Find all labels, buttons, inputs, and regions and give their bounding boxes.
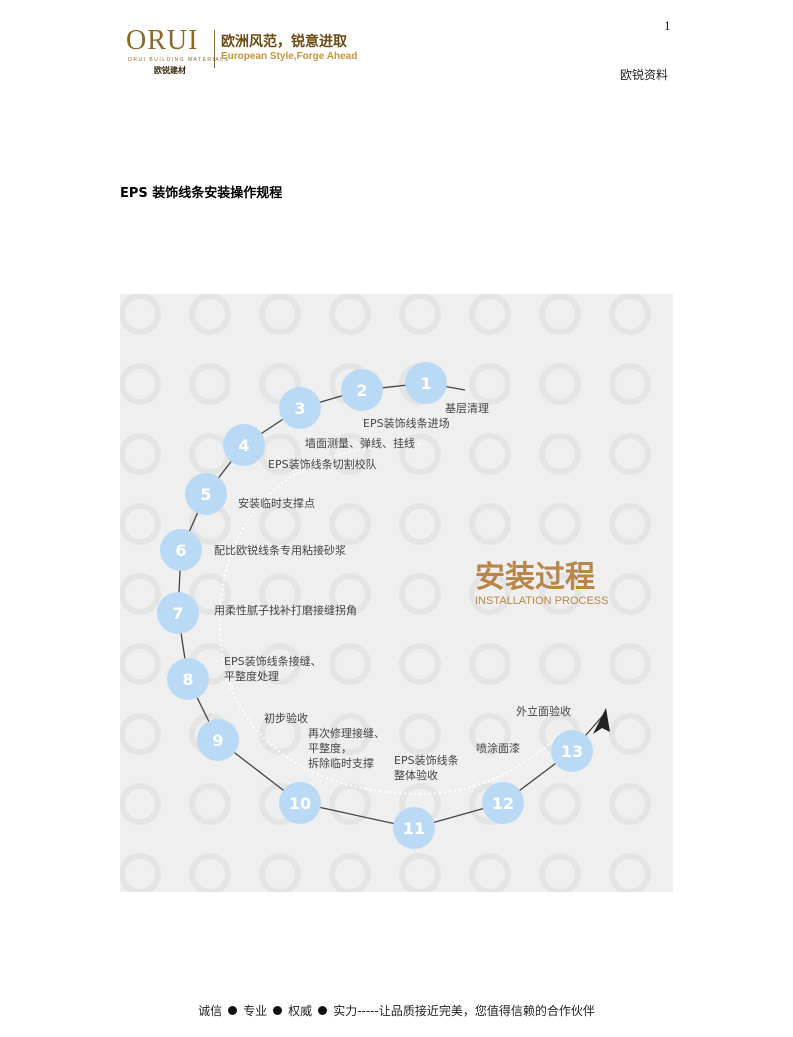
process-heading-english: INSTALLATION PROCESS bbox=[475, 595, 608, 607]
logo-slogan: 欧洲风范，锐意进取 bbox=[221, 34, 347, 50]
process-step: 3 墙面测量、弹线、挂线 bbox=[279, 387, 415, 450]
process-heading: 安装过程 bbox=[475, 560, 595, 595]
step-label: 安装临时支撑点 bbox=[238, 496, 315, 510]
logo-subtitle: ORUI BUILDING MATERIALS bbox=[128, 57, 230, 63]
step-circle bbox=[197, 719, 239, 761]
process-step: 8 EPS装饰线条接缝、平整度处理 bbox=[167, 654, 322, 700]
logo-chinese-name: 欧锐建材 bbox=[154, 66, 186, 75]
bullet-icon bbox=[228, 1006, 238, 1015]
process-step: 10 再次修理接缝、平整度，拆除临时支撑 bbox=[279, 726, 385, 824]
arrow-head-icon bbox=[593, 708, 610, 734]
page-number: 1 bbox=[664, 18, 671, 33]
process-step: 1 基层清理 bbox=[405, 362, 489, 415]
step-circle bbox=[341, 369, 383, 411]
step-circle bbox=[551, 730, 593, 772]
step-label: 用柔性腻子找补打磨接缝拐角 bbox=[214, 603, 357, 617]
logo-divider bbox=[214, 30, 215, 68]
step-circle bbox=[405, 362, 447, 404]
company-logo: ORUI ORUI BUILDING MATERIALS 欧锐建材 欧洲风范，锐… bbox=[126, 25, 358, 76]
guide-arc bbox=[218, 443, 561, 796]
step-label: 初步验收 bbox=[264, 711, 308, 725]
footer-item: 诚信 bbox=[198, 1004, 223, 1018]
document-title: EPS 装饰线条安装操作规程 bbox=[120, 186, 283, 201]
step-number: 5 bbox=[200, 485, 211, 504]
bullet-icon bbox=[318, 1006, 328, 1015]
step-circle bbox=[223, 424, 265, 466]
step-label: 整体验收 bbox=[394, 768, 438, 782]
step-circle bbox=[393, 807, 435, 849]
background-pattern bbox=[120, 294, 651, 892]
logo-slogan-english: European Style,Forge Ahead bbox=[221, 51, 358, 62]
step-number: 8 bbox=[182, 670, 193, 689]
step-label: 墙面测量、弹线、挂线 bbox=[305, 436, 415, 450]
step-label: EPS装饰线条接缝、 bbox=[224, 654, 322, 668]
step-number: 9 bbox=[212, 731, 223, 750]
process-step: 6 配比欧锐线条专用粘接砂浆 bbox=[160, 529, 346, 571]
process-step: 9 初步验收 bbox=[197, 711, 308, 761]
step-label: 再次修理接缝、 bbox=[308, 726, 385, 740]
footer-item: 实力-----让品质接近完美，您值得信赖的合作伙伴 bbox=[333, 1004, 595, 1018]
step-label: 喷涂面漆 bbox=[476, 741, 520, 755]
step-number: 6 bbox=[175, 541, 186, 560]
step-label: 基层清理 bbox=[445, 402, 489, 415]
process-step: 12 喷涂面漆 bbox=[476, 741, 524, 824]
step-number: 2 bbox=[356, 381, 367, 400]
step-number: 13 bbox=[561, 742, 583, 761]
step-circle bbox=[167, 658, 209, 700]
step-circle bbox=[157, 592, 199, 634]
step-number: 10 bbox=[289, 794, 311, 813]
footer: 诚信 专业 权威 实力-----让品质接近完美，您值得信赖的合作伙伴 bbox=[0, 1002, 793, 1019]
step-number: 4 bbox=[238, 436, 249, 455]
step-label: 平整度， bbox=[308, 741, 352, 755]
step-label: 外立面验收 bbox=[516, 704, 571, 718]
step-label: EPS装饰线条进场 bbox=[363, 416, 450, 430]
logo-wordmark: ORUI bbox=[126, 25, 199, 56]
step-circle bbox=[185, 473, 227, 515]
step-number: 7 bbox=[172, 604, 183, 623]
step-label: EPS装饰线条切割校队 bbox=[268, 457, 377, 471]
bullet-icon bbox=[273, 1006, 283, 1015]
step-label: 拆除临时支撑 bbox=[308, 756, 374, 770]
footer-item: 权威 bbox=[288, 1004, 313, 1018]
step-number: 11 bbox=[403, 819, 425, 838]
process-step: 7 用柔性腻子找补打磨接缝拐角 bbox=[157, 592, 357, 634]
step-number: 3 bbox=[294, 399, 305, 418]
header-label: 欧锐资料 bbox=[620, 68, 669, 82]
footer-item: 专业 bbox=[243, 1004, 268, 1018]
process-step: 13 外立面验收 bbox=[516, 704, 593, 772]
step-label: 平整度处理 bbox=[224, 669, 279, 683]
process-step: 5 安装临时支撑点 bbox=[185, 473, 315, 515]
step-circle bbox=[279, 782, 321, 824]
step-number: 12 bbox=[492, 794, 514, 813]
step-label: 配比欧锐线条专用粘接砂浆 bbox=[214, 543, 346, 557]
step-circle bbox=[160, 529, 202, 571]
step-number: 1 bbox=[420, 374, 431, 393]
step-label: EPS装饰线条 bbox=[394, 753, 459, 767]
step-circle bbox=[279, 387, 321, 429]
step-circle bbox=[482, 782, 524, 824]
